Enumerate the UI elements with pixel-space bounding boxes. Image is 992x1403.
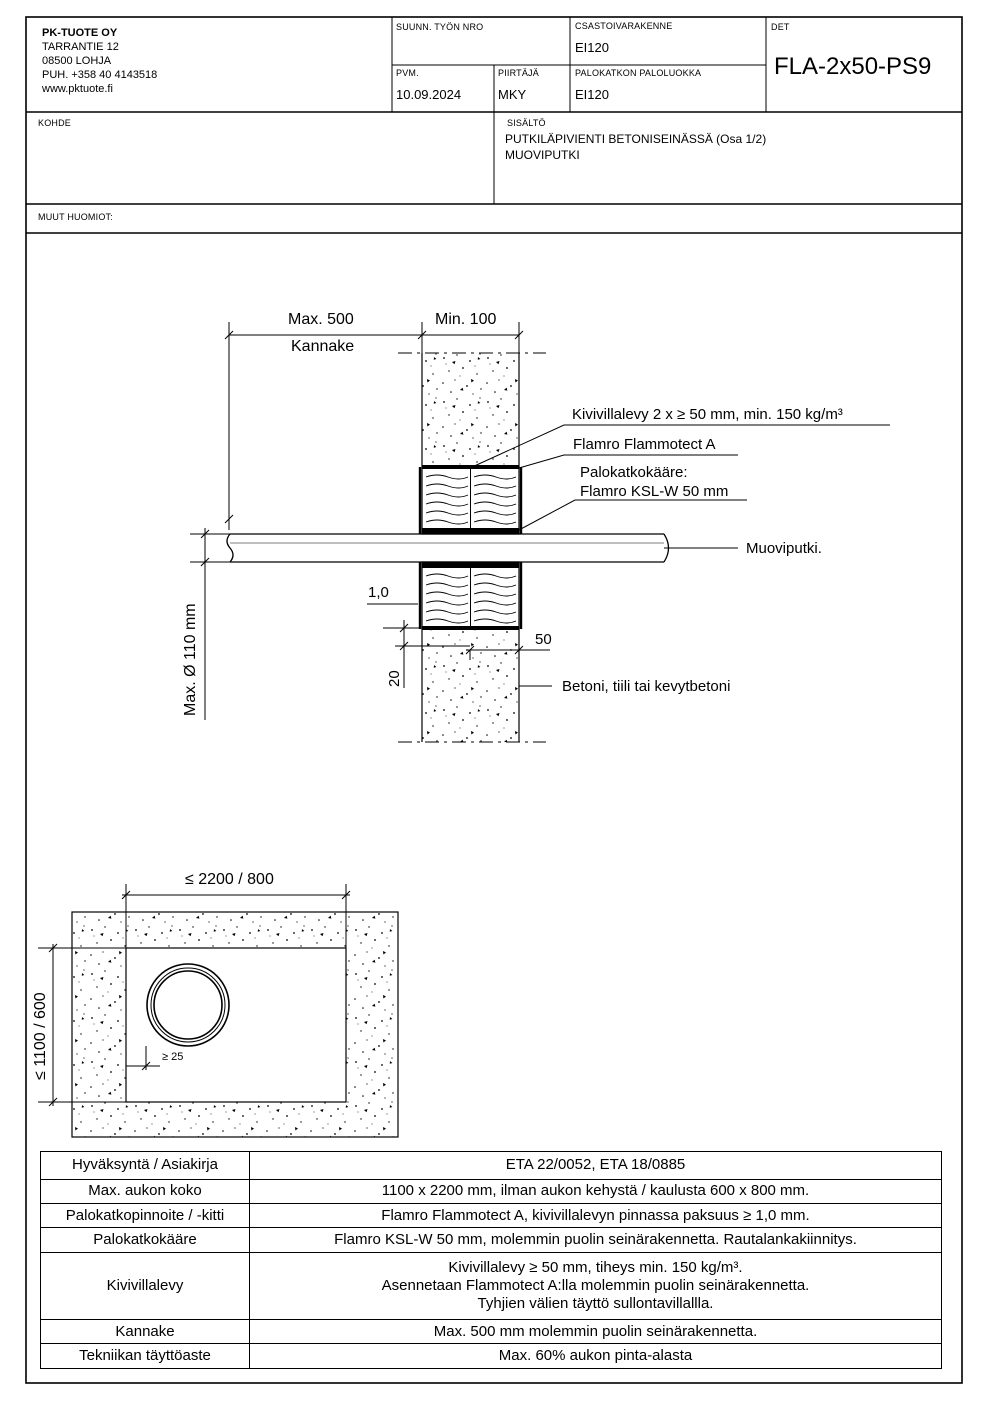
target-label: KOHDE xyxy=(38,118,72,128)
company-street: TARRANTIE 12 xyxy=(42,41,119,53)
drawer-value: MKY xyxy=(498,87,527,102)
dim-20: 20 xyxy=(386,670,403,687)
label-concrete: Betoni, tiili tai kevytbetoni xyxy=(562,678,731,695)
dim-50: 50 xyxy=(535,631,552,648)
spec-value: Kivivillalevy ≥ 50 mm, tiheys min. 150 k… xyxy=(249,1251,942,1321)
spec-key: Kivivillalevy xyxy=(40,1251,250,1321)
wall-top xyxy=(422,353,519,468)
spec-value-line: Tyhjien välien täyttö sullontavillallla. xyxy=(477,1294,714,1312)
spec-value-line: Asennetaan Flammotect A:lla molemmin puo… xyxy=(381,1276,810,1294)
dim-pipe-gap: ≥ 25 xyxy=(162,1051,184,1063)
fire-class-label: PALOKATKON PALOLUOKKA xyxy=(575,68,702,78)
date-label: PVM. xyxy=(396,68,419,78)
spec-key: Kannake xyxy=(40,1319,250,1345)
work-no-label: SUUNN. TYÖN NRO xyxy=(396,22,484,32)
table-row: Palokatkopinnoite / -kitti Flamro Flammo… xyxy=(40,1202,942,1229)
plastic-pipe xyxy=(226,533,670,563)
spec-value: ETA 22/0052, ETA 18/0885 xyxy=(249,1151,942,1180)
det-label: DET xyxy=(771,22,790,32)
content-line-1: PUTKILÄPIVIENTI BETONISEINÄSSÄ (Osa 1/2) xyxy=(505,132,767,146)
company-phone: PUH. +358 40 4143518 xyxy=(42,69,158,81)
det-value: FLA-2x50-PS9 xyxy=(774,53,932,80)
spec-key: Palokatkopinnoite / -kitti xyxy=(40,1202,250,1229)
company-info: PK-TUOTE OY TARRANTIE 12 08500 LOHJA PUH… xyxy=(42,26,157,96)
label-kannake: Kannake xyxy=(291,338,355,355)
dim-opening-width: ≤ 2200 / 800 xyxy=(185,871,274,888)
plan-drawing xyxy=(38,884,399,1138)
company-city: 08500 LOHJA xyxy=(42,55,112,67)
spec-value: Max. 60% aukon pinta-alasta xyxy=(249,1343,942,1369)
table-row: Hyväksyntä / Asiakirja ETA 22/0052, ETA … xyxy=(40,1151,942,1180)
spec-value: 1100 x 2200 mm, ilman aukon kehystä / ka… xyxy=(249,1178,942,1204)
notes-label: MUUT HUOMIOT: xyxy=(38,212,113,222)
company-name: PK-TUOTE OY xyxy=(42,27,118,39)
structure-value: EI120 xyxy=(575,40,609,55)
spec-key: Hyväksyntä / Asiakirja xyxy=(40,1151,250,1180)
table-row: Kannake Max. 500 mm molemmin puolin sein… xyxy=(40,1319,942,1345)
title-block-frame xyxy=(25,16,963,1384)
drawer-label: PIIRTÄJÄ xyxy=(498,68,539,78)
wall-bottom xyxy=(422,628,519,742)
dim-min-100: Min. 100 xyxy=(435,311,497,328)
plan-opening xyxy=(125,947,347,1103)
spec-key: Palokatkokääre xyxy=(40,1227,250,1253)
table-row: Kivivillalevy Kivivillalevy ≥ 50 mm, tih… xyxy=(40,1251,942,1321)
spec-key: Tekniikan täyttöaste xyxy=(40,1343,250,1369)
label-flammotect: Flamro Flammotect A xyxy=(573,436,716,453)
content-label: SISÄLTÖ xyxy=(507,118,546,128)
content-line-2: MUOVIPUTKI xyxy=(505,148,580,162)
table-row: Tekniikan täyttöaste Max. 60% aukon pint… xyxy=(40,1343,942,1369)
fire-class-value: EI120 xyxy=(575,87,609,102)
table-row: Max. aukon koko 1100 x 2200 mm, ilman au… xyxy=(40,1178,942,1204)
company-web: www.pktuote.fi xyxy=(42,83,113,95)
dim-opening-height: ≤ 1100 / 600 xyxy=(32,992,49,1080)
label-fire-wrap-1: Palokatkokääre: xyxy=(580,464,688,481)
spec-value: Flamro KSL-W 50 mm, molemmin puolin sein… xyxy=(249,1227,942,1253)
spec-value: Max. 500 mm molemmin puolin seinärakenne… xyxy=(249,1319,942,1345)
label-mineral-wool: Kivivillalevy 2 x ≥ 50 mm, min. 150 kg/m… xyxy=(572,406,843,423)
label-plastic-pipe: Muoviputki. xyxy=(746,540,822,557)
dim-max-500: Max. 500 xyxy=(288,311,354,328)
label-fire-wrap-2: Flamro KSL-W 50 mm xyxy=(580,483,729,500)
spec-value: Flamro Flammotect A, kivivillalevyn pinn… xyxy=(249,1202,942,1229)
section-drawing xyxy=(190,322,890,743)
plan-pipe xyxy=(146,963,230,1047)
dim-diameter: Max. Ø 110 mm xyxy=(182,603,199,716)
table-row: Palokatkokääre Flamro KSL-W 50 mm, molem… xyxy=(40,1227,942,1253)
spec-key: Max. aukon koko xyxy=(40,1178,250,1204)
spec-table: Hyväksyntä / Asiakirja ETA 22/0052, ETA … xyxy=(40,1151,942,1369)
date-value: 10.09.2024 xyxy=(396,87,462,102)
spec-value-line: Kivivillalevy ≥ 50 mm, tiheys min. 150 k… xyxy=(448,1258,743,1276)
structure-label: CSASTOIVARAKENNE xyxy=(575,21,673,31)
dim-1-0: 1,0 xyxy=(368,584,389,601)
